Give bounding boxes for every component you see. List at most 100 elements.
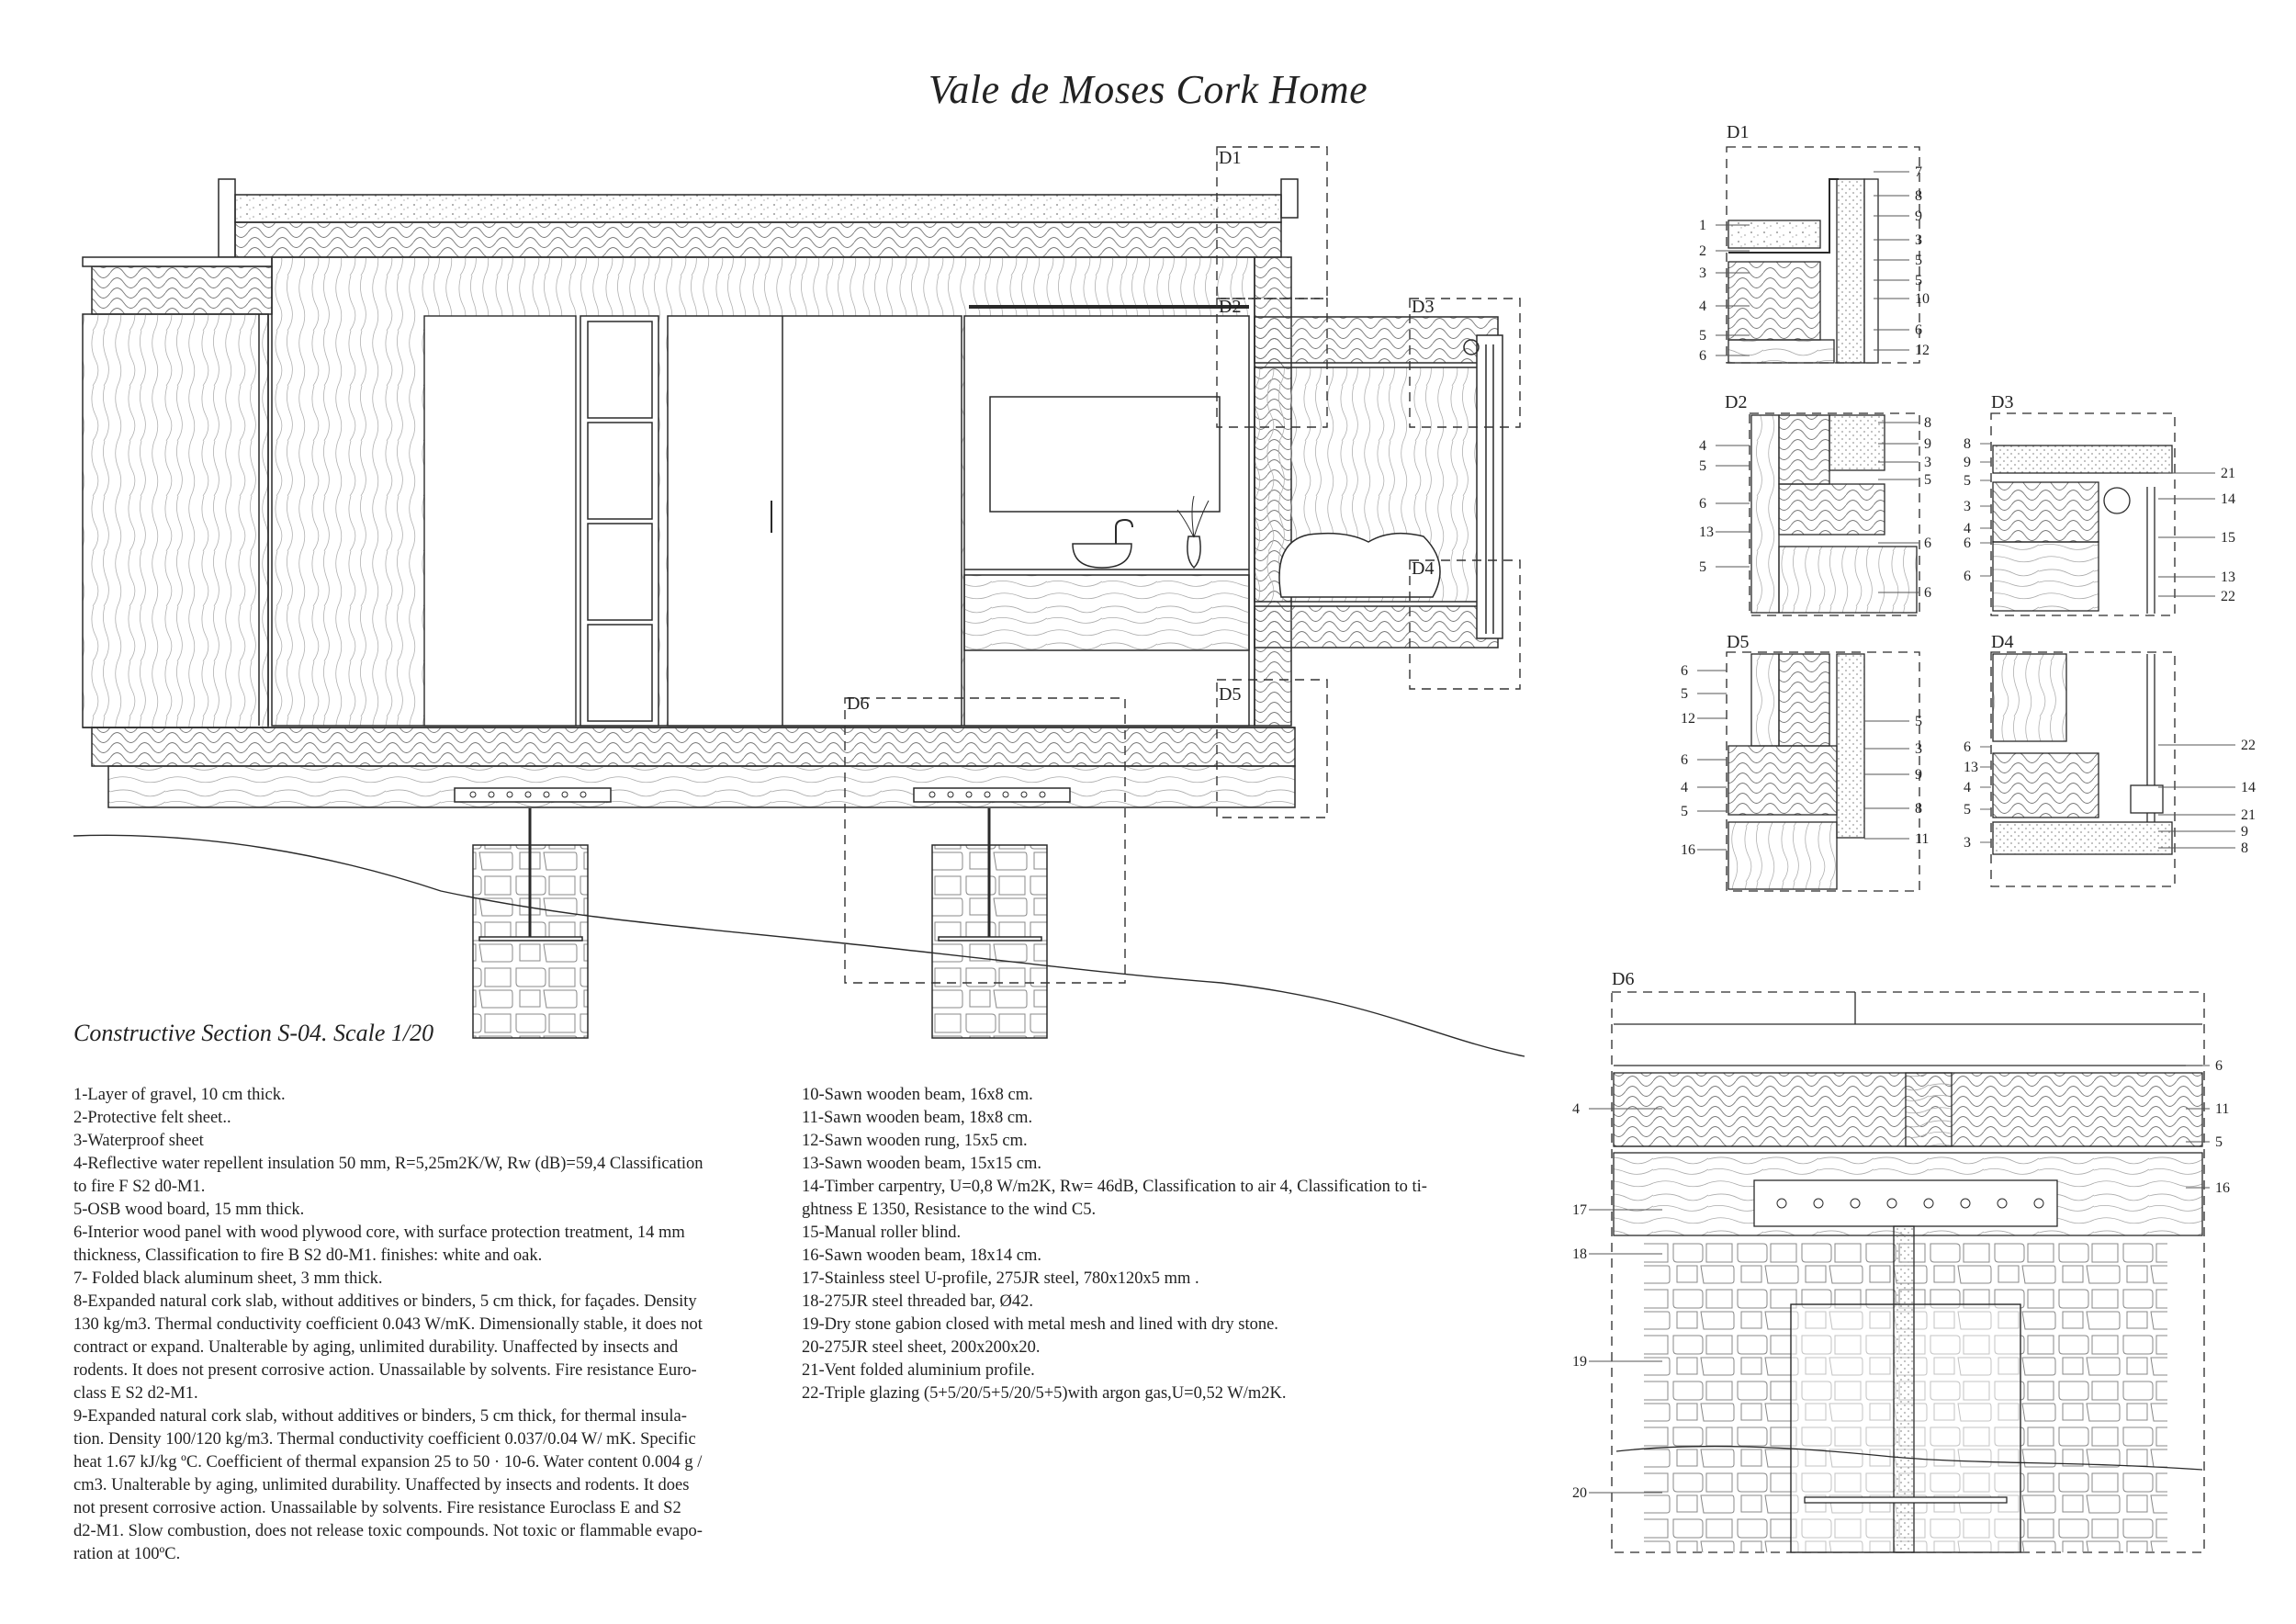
callout-number: 6	[1964, 536, 1971, 551]
bay-upper	[1254, 316, 1499, 364]
detail-markers	[844, 146, 1521, 984]
legend-left: 1-Layer of gravel, 10 cm thick. 2-Protect…	[73, 1084, 790, 1566]
callout-number: 21	[2221, 466, 2235, 481]
legend-line: 9-Expanded natural cork slab, without ad…	[73, 1407, 687, 1426]
callout-number: 15	[2221, 530, 2235, 546]
callout-number: 6	[1681, 752, 1688, 768]
d6-title: D6	[1612, 969, 1634, 989]
callout-number: 13	[1699, 524, 1714, 540]
callout-number: 6	[1924, 536, 1931, 551]
legend-line: 5-OSB wood board, 15 mm thick.	[73, 1201, 305, 1219]
legend-line: 16-Sawn wooden beam, 18x14 cm.	[802, 1246, 1042, 1265]
legend-line: thickness, Classification to fire B S2 d…	[73, 1246, 543, 1265]
d1-title: D1	[1727, 122, 1749, 142]
roof-gravel	[234, 194, 1282, 223]
d5-title: D5	[1727, 632, 1749, 652]
legend-line: cm3. Unalterable by aging, unlimited dur…	[73, 1476, 690, 1494]
callout-number: 5	[1681, 686, 1688, 702]
detail-d1	[1726, 146, 1920, 364]
legend-line: 4-Reflective water repellent insulation …	[73, 1155, 703, 1173]
legend-line: 13-Sawn wooden beam, 15x15 cm.	[802, 1155, 1042, 1173]
callout-number: 8	[2241, 840, 2248, 856]
sheet-title: Vale de Moses Cork Home	[928, 67, 1368, 112]
callout-number: 16	[1681, 842, 1695, 858]
marker-d1: D1	[1219, 148, 1241, 168]
sliding-door	[667, 315, 962, 727]
callout-number: 3	[1964, 499, 1971, 514]
callout-number: 6	[1964, 739, 1971, 755]
detail-d5	[1726, 651, 1920, 892]
legend-line: 17-Stainless steel U-profile, 275JR stee…	[802, 1269, 1199, 1288]
callout-number: 21	[2241, 807, 2256, 823]
detail-d6	[1611, 991, 2205, 1553]
marker-d4: D4	[1412, 558, 1434, 579]
legend-line: 22-Triple glazing (5+5/20/5+5/20/5+5)wit…	[802, 1384, 1287, 1403]
legend-line: class E S2 d2-M1.	[73, 1384, 198, 1403]
callout-number: 7	[1915, 164, 1922, 180]
legend-line: 11-Sawn wooden beam, 18x8 cm.	[802, 1109, 1033, 1127]
callout-number: 5	[1915, 253, 1922, 268]
legend-line: 8-Expanded natural cork slab, without ad…	[73, 1292, 697, 1311]
callout-number: 5	[1915, 714, 1922, 729]
roof-parapet-right	[1280, 178, 1299, 219]
callout-number: 5	[1924, 472, 1931, 488]
callout-number: 16	[2215, 1180, 2230, 1196]
callout-number: 3	[1915, 232, 1922, 248]
steel-plate-left	[454, 787, 612, 803]
legend-line: 12-Sawn wooden rung, 15x5 cm.	[802, 1132, 1028, 1150]
bay-lower	[1254, 605, 1499, 648]
callout-number: 6	[1924, 585, 1931, 601]
callout-number: 5	[1915, 273, 1922, 288]
legend-line: 3-Waterproof sheet	[73, 1132, 204, 1150]
legend-line: rodents. It does not present corrosive a…	[73, 1361, 697, 1380]
mirror	[989, 396, 1221, 513]
callout-number: 8	[1915, 801, 1922, 817]
callout-number: 4	[1964, 780, 1971, 795]
legend-line: heat 1.67 kJ/kg ºC. Coefficient of therm…	[73, 1453, 703, 1472]
legend-line: 130 kg/m3. Thermal conductivity coeffici…	[73, 1315, 703, 1334]
detail-marker-labels: D1 D2 D3 D4 D5 D6	[847, 148, 1434, 714]
legend-line: 2-Protective felt sheet..	[73, 1109, 231, 1127]
callout-number: 4	[1572, 1101, 1580, 1117]
callout-layer: 1234567893551061245613589356689534662114…	[1572, 164, 2256, 1501]
callout-number: 6	[2215, 1058, 2223, 1074]
legend-line: 6-Interior wood panel with wood plywood …	[73, 1224, 685, 1242]
callout-number: 5	[1699, 328, 1706, 344]
callout-number: 18	[1572, 1246, 1587, 1262]
callout-number: 10	[1915, 291, 1930, 307]
roof-parapet-left	[218, 178, 236, 258]
callout-number: 11	[1915, 831, 1929, 847]
legend-line: 21-Vent folded aluminium profile.	[802, 1361, 1035, 1380]
callout-number: 8	[1915, 188, 1922, 204]
d2-title: D2	[1725, 392, 1747, 412]
callout-number: 22	[2221, 589, 2235, 604]
legend-line: 10-Sawn wooden beam, 16x8 cm.	[802, 1086, 1033, 1104]
callout-number: 6	[1699, 348, 1706, 364]
floor-insulation	[91, 727, 1296, 767]
ground-line	[73, 834, 1525, 1057]
callout-number: 11	[2215, 1101, 2229, 1117]
callout-number: 19	[1572, 1354, 1587, 1370]
legend-line: 14-Timber carpentry, U=0,8 W/m2K, Rw= 46…	[802, 1178, 1427, 1196]
legend-line: d2-M1. Slow combustion, does not release…	[73, 1522, 703, 1540]
callout-number: 12	[1681, 711, 1695, 727]
callout-number: 9	[1924, 436, 1931, 452]
marker-d5: D5	[1219, 684, 1241, 705]
callout-number: 13	[2221, 570, 2235, 585]
window-frame	[1476, 334, 1503, 639]
marker-d6: D6	[847, 694, 869, 714]
callout-number: 13	[1964, 760, 1978, 775]
bathroom-wall	[963, 315, 1250, 727]
callout-number: 2	[1699, 243, 1706, 259]
callout-number: 3	[1915, 741, 1922, 757]
legend-line: ration at 100ºC.	[73, 1545, 181, 1563]
legend-line: 1-Layer of gravel, 10 cm thick.	[73, 1086, 286, 1104]
callout-number: 6	[1681, 663, 1688, 679]
callout-number: 17	[1572, 1202, 1587, 1218]
callout-number: 5	[2215, 1134, 2223, 1150]
callout-number: 4	[1681, 780, 1688, 795]
callout-number: 14	[2221, 491, 2235, 507]
legend-line: 18-275JR steel threaded bar, Ø42.	[802, 1292, 1034, 1311]
